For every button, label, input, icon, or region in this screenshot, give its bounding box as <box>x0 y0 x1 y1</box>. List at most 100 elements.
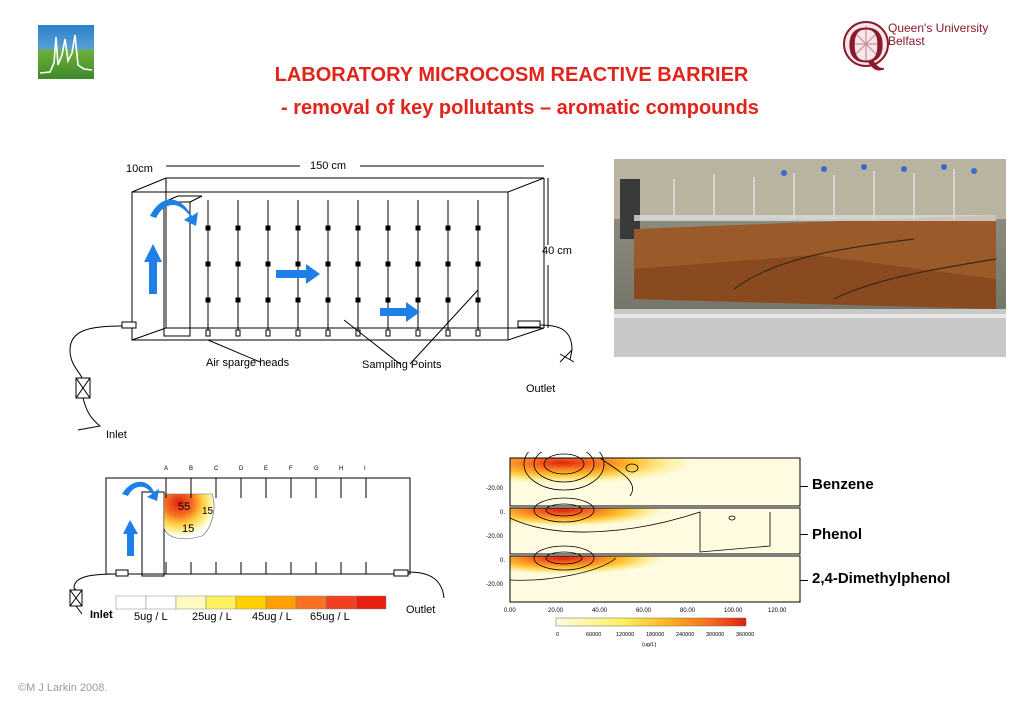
column-label: A <box>164 466 168 472</box>
probe-marker <box>385 261 391 267</box>
colorbar-tick: 0 <box>556 632 559 638</box>
qub-name-line2: Belfast <box>888 34 925 48</box>
colorbar-unit: (ug/L) <box>642 642 657 648</box>
legend-swatch <box>145 595 177 610</box>
column-label: H <box>339 466 343 472</box>
qub-logo: Q Queen's University Belfast <box>838 14 998 80</box>
ytick-dmp-0: 0. <box>500 558 505 564</box>
probe-marker <box>385 225 391 231</box>
column-label: G <box>314 466 319 472</box>
sparge-head <box>325 329 331 337</box>
contour-55: 55 <box>178 501 190 513</box>
sampling-points-label: Sampling Points <box>362 359 442 371</box>
probe-marker <box>415 297 421 303</box>
sparge-head <box>445 329 451 337</box>
probe-marker <box>445 225 451 231</box>
sparge-head <box>295 329 301 337</box>
probe-marker <box>295 225 301 231</box>
xtick-label: 100.00 <box>724 608 743 614</box>
probe-marker <box>205 297 211 303</box>
legend-label-65: 65ug / L <box>310 611 350 623</box>
probe-marker <box>235 225 241 231</box>
ytick-benzene: -20.00 <box>486 486 504 492</box>
sparge-head <box>205 329 211 337</box>
legend-swatch <box>355 595 387 610</box>
lower-outlet-label: Outlet <box>406 604 435 616</box>
legend-swatch <box>325 595 357 610</box>
qub-name-line1: Queen's University <box>888 21 989 35</box>
panel-label-phenol: Phenol <box>812 526 863 543</box>
legend-swatch <box>295 595 327 610</box>
panel-label-dimethylphenol: 2,4-Dimethylphenol <box>812 570 951 587</box>
probe-marker <box>235 261 241 267</box>
probe-marker <box>385 297 391 303</box>
sparge-head <box>385 329 391 337</box>
spectrum-logo-icon <box>39 34 93 74</box>
sparge-head <box>235 329 241 337</box>
probe-marker <box>415 261 421 267</box>
sparge-head <box>415 329 421 337</box>
colorbar-tick: 180000 <box>646 632 664 638</box>
lower-flow-arrows <box>122 481 159 556</box>
legend-swatch <box>205 595 237 610</box>
column-label: E <box>264 466 268 472</box>
colorbar <box>555 617 747 627</box>
legend-swatch <box>175 595 207 610</box>
ytick-phenol-0: 0. <box>500 510 505 516</box>
probe-marker <box>325 261 331 267</box>
flow-arrows <box>144 199 420 322</box>
lower-inlet-label: Inlet <box>90 609 113 621</box>
legend-label-5: 5ug / L <box>134 611 168 623</box>
sparge-head <box>265 329 271 337</box>
probe-marker <box>235 297 241 303</box>
leader-benzene <box>800 486 808 487</box>
legend-label-45: 45ug / L <box>252 611 292 623</box>
ytick-dmp: -20.00 <box>486 582 504 588</box>
probe-marker <box>325 297 331 303</box>
logo-left <box>38 25 94 79</box>
leader-dimethylphenol <box>800 580 808 581</box>
probe-marker <box>355 261 361 267</box>
width-label: 150 cm <box>310 160 346 172</box>
probe-marker <box>295 297 301 303</box>
column-label: D <box>239 466 244 472</box>
probe-marker <box>415 225 421 231</box>
slide-title-line1: LABORATORY MICROCOSM REACTIVE BARRIER <box>274 64 749 86</box>
column-label: C <box>214 466 219 472</box>
contour-15b: 15 <box>182 523 194 535</box>
depth-label: 10cm <box>126 163 153 175</box>
slide-title-line2: - removal of key pollutants – aromatic c… <box>281 97 759 119</box>
legend-swatch <box>235 595 267 610</box>
probe-marker <box>265 297 271 303</box>
probe-marker <box>265 261 271 267</box>
panel-label-benzene: Benzene <box>812 476 874 493</box>
legend-swatch <box>115 595 147 610</box>
probe-marker <box>325 225 331 231</box>
probe-marker <box>475 261 481 267</box>
probe-marker <box>475 297 481 303</box>
probe-marker <box>445 261 451 267</box>
microcosm-3d-diagram: 150 cm 10cm 40 cm Air sparge heads Sampl… <box>69 160 575 441</box>
probe-marker <box>355 297 361 303</box>
column-label: F <box>289 466 293 472</box>
air-sparge-label: Air sparge heads <box>206 357 290 369</box>
column-label: B <box>189 466 193 472</box>
legend-swatch <box>265 595 297 610</box>
outlet-label: Outlet <box>526 383 555 395</box>
sparge-head <box>475 329 481 337</box>
qub-letter: Q <box>847 17 885 74</box>
xtick-label: 80.00 <box>680 608 696 614</box>
legend-label-25: 25ug / L <box>192 611 232 623</box>
height-label: 40 cm <box>542 245 572 257</box>
copyright: ©M J Larkin 2008. <box>18 682 108 694</box>
probe-marker <box>295 261 301 267</box>
xtick-label: 120.00 <box>768 608 787 614</box>
xtick-label: 20.00 <box>548 608 564 614</box>
photo-illustration <box>614 159 1006 357</box>
xtick-label: 40.00 <box>592 608 608 614</box>
probe-marker <box>205 261 211 267</box>
ytick-phenol: -20.00 <box>486 534 504 540</box>
qub-crest-icon: Q <box>843 17 889 74</box>
xtick-label: 60.00 <box>636 608 652 614</box>
